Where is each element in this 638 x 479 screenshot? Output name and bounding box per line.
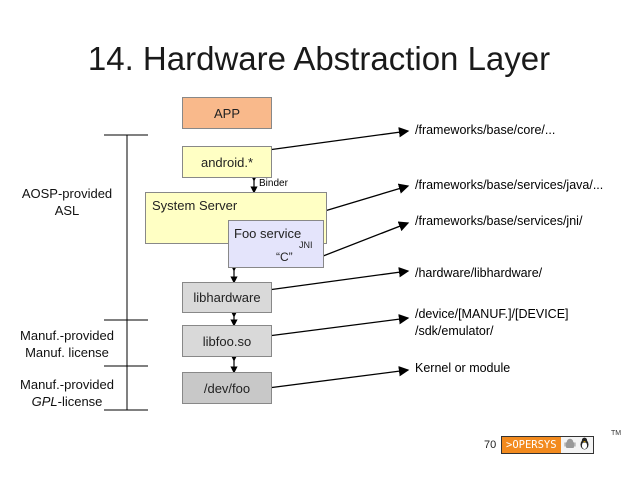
binder-label: Binder <box>259 178 288 189</box>
page-number: 70 <box>484 439 497 451</box>
libfoo-label: libfoo.so <box>202 333 252 349</box>
arrow-device <box>267 314 410 337</box>
trademark-mark: TM <box>611 430 622 437</box>
arrow-libhardware <box>267 267 410 291</box>
system-server-label: System Server <box>152 198 238 213</box>
foo-service-box: Foo service JNI “C” <box>228 220 324 268</box>
android-icon <box>564 438 576 453</box>
opersys-logo: >OPERSYS <box>501 436 594 454</box>
aosp-label: AOSP-provided ASL <box>12 185 122 219</box>
opersys-brand: >OPERSYS <box>502 437 561 453</box>
devfoo-label: /dev/foo <box>203 380 251 396</box>
path-libhardware: /hardware/libhardware/ <box>415 266 543 280</box>
manuf-label: Manuf.-provided Manuf. license <box>12 327 122 361</box>
path-sdk: /sdk/emulator/ <box>415 324 494 338</box>
aosp-line1: AOSP-provided <box>21 186 113 201</box>
linux-tux-icon <box>579 437 590 453</box>
gpl-line1: Manuf.-provided <box>20 377 114 392</box>
path-services-jni: /frameworks/base/services/jni/ <box>415 214 583 228</box>
devfoo-box: /dev/foo <box>182 372 272 404</box>
aosp-line2: ASL <box>54 203 80 218</box>
jni-label: JNI <box>299 240 313 250</box>
opersys-icons <box>560 437 593 453</box>
gpl-label: Manuf.-provided GPL-license <box>12 376 122 410</box>
foo-service-label: Foo service <box>234 226 302 241</box>
manuf-line1: Manuf.-provided <box>20 328 114 343</box>
libhardware-label: libhardware <box>193 290 261 305</box>
android-label: android.* <box>200 154 254 170</box>
manuf-line2: Manuf. license <box>25 345 109 360</box>
path-services-java: /frameworks/base/services/java/... <box>415 178 604 192</box>
app-box: APP <box>182 97 272 129</box>
android-box: android.* <box>182 146 272 178</box>
arrow-kernel <box>267 366 410 389</box>
path-core: /frameworks/base/core/... <box>415 123 556 137</box>
gpl-italic: GPL <box>31 394 58 409</box>
app-label: APP <box>213 105 240 121</box>
arrow-services-jni <box>317 221 410 259</box>
arrow-core <box>267 127 410 151</box>
c-label: “C” <box>276 250 293 264</box>
gpl-rest: -license <box>57 394 103 409</box>
libhardware-box: libhardware <box>182 282 272 313</box>
slide-title: 14. Hardware Abstraction Layer <box>87 40 551 77</box>
libfoo-box: libfoo.so <box>182 325 272 357</box>
arrow-services-java <box>317 183 410 214</box>
path-kernel: Kernel or module <box>415 361 511 375</box>
gpl-line2: GPL-license <box>12 393 122 410</box>
path-device: /device/[MANUF.]/[DEVICE] <box>415 307 569 321</box>
